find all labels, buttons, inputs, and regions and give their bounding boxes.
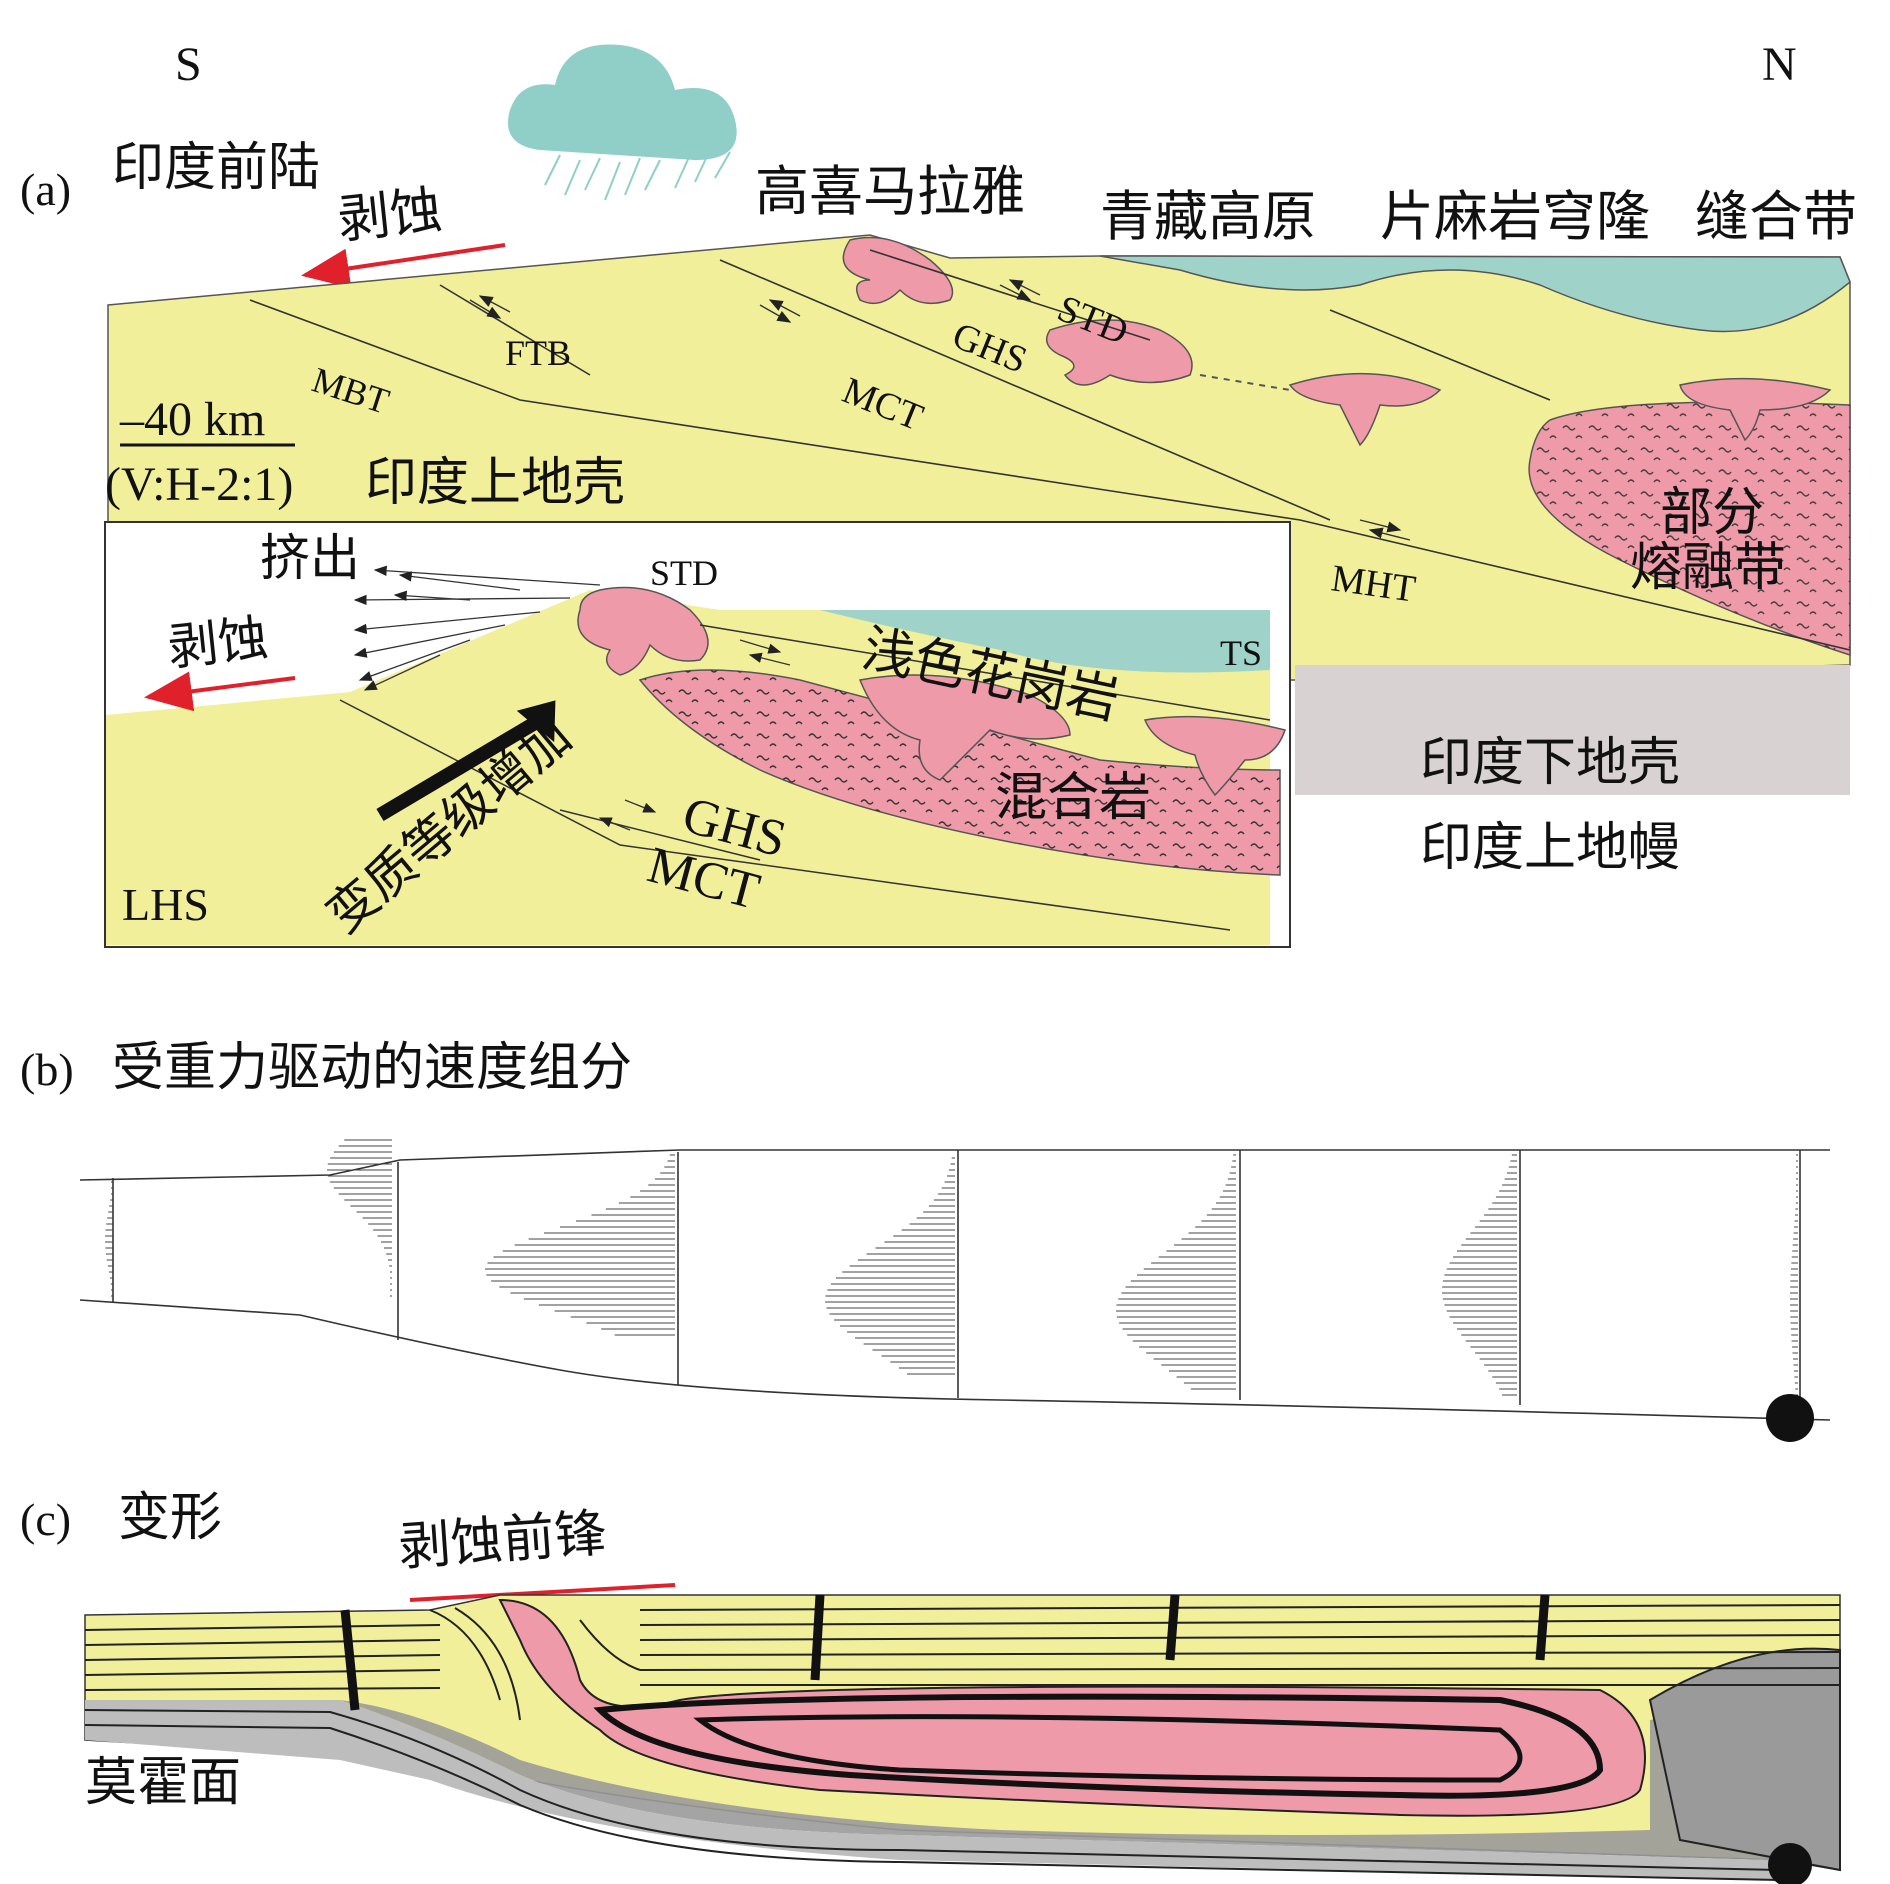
erosion-front-line [409, 1583, 676, 1602]
label-extrusion: 挤出 [260, 529, 360, 587]
fault-lines [249, 249, 1851, 651]
label-tibet-plateau: 青藏高原 [1100, 185, 1316, 248]
pivot-marker-b [1766, 1394, 1814, 1442]
label-ts: TS [1220, 633, 1262, 673]
pivot-marker-c [1768, 1843, 1812, 1884]
exaggeration-label: (V:H-2:1) [105, 458, 293, 511]
lower-crust-block [1295, 665, 1850, 795]
label-upper-crust: 印度上地壳 [365, 453, 625, 513]
velocity-section-outline [79, 1149, 1831, 1421]
fault-slip-arrows [469, 279, 1411, 541]
panel-c-tag: (c) [20, 1494, 71, 1545]
label-migmatite: 混合岩 [995, 768, 1151, 828]
compass-north: N [1762, 38, 1797, 91]
panel-b-title: 受重力驱动的速度组分 [112, 1038, 632, 1098]
label-suture-zone: 缝合带 [1695, 185, 1857, 248]
mantle-region [1295, 795, 1850, 945]
label-lower-crust: 印度下地壳 [1420, 733, 1680, 793]
panel-c-title: 变形 [118, 1488, 222, 1548]
leucogranite-body-3 [1288, 372, 1442, 447]
scale-label: –40 km [119, 393, 265, 446]
erosion-arrow-top [301, 243, 506, 289]
label-partial-melt-2: 熔融带 [1630, 538, 1786, 598]
erosion-arrow-inset [144, 671, 296, 712]
velocity-profiles [105, 1139, 1798, 1408]
cloud-icon [508, 44, 737, 201]
label-upper-mantle: 印度上地幔 [1420, 818, 1680, 878]
velocity-profile-4 [825, 1157, 955, 1375]
tibet-upper-layer [1099, 255, 1851, 333]
label-erosion-top: 剥蚀 [335, 180, 445, 251]
velocity-profile-6 [1442, 1154, 1517, 1396]
velocity-profile-5 [1116, 1154, 1236, 1390]
label-high-himalaya: 高喜马拉雅 [755, 160, 1025, 223]
velocity-profile-1 [105, 1181, 113, 1297]
label-erosion-inset: 剥蚀 [165, 609, 271, 677]
label-partial-melt-1: 部分 [1660, 483, 1764, 543]
label-moho: 莫霍面 [85, 1753, 241, 1813]
label-foreland: 印度前陆 [112, 138, 320, 198]
panel-b-tag: (b) [20, 1044, 74, 1095]
deformation-model [84, 1594, 1841, 1881]
inset-box [104, 521, 1291, 948]
label-ftb: FTB [505, 333, 571, 373]
compass-south: S [175, 38, 202, 91]
leucogranite-body-2 [1045, 319, 1193, 386]
label-inset-std: STD [650, 553, 718, 593]
leucogranite-body-1 [842, 236, 954, 305]
metamorphic-grade-arrow [376, 713, 544, 822]
panel-a-tag: (a) [20, 164, 71, 215]
velocity-profile-3 [485, 1154, 675, 1336]
velocity-profile-2 [327, 1139, 392, 1297]
label-gneiss-dome: 片麻岩穹隆 [1380, 185, 1650, 248]
velocity-profile-7 [1790, 1154, 1798, 1408]
label-erosion-front: 剥蚀前锋 [397, 1504, 609, 1578]
label-lhs: LHS [122, 879, 209, 930]
